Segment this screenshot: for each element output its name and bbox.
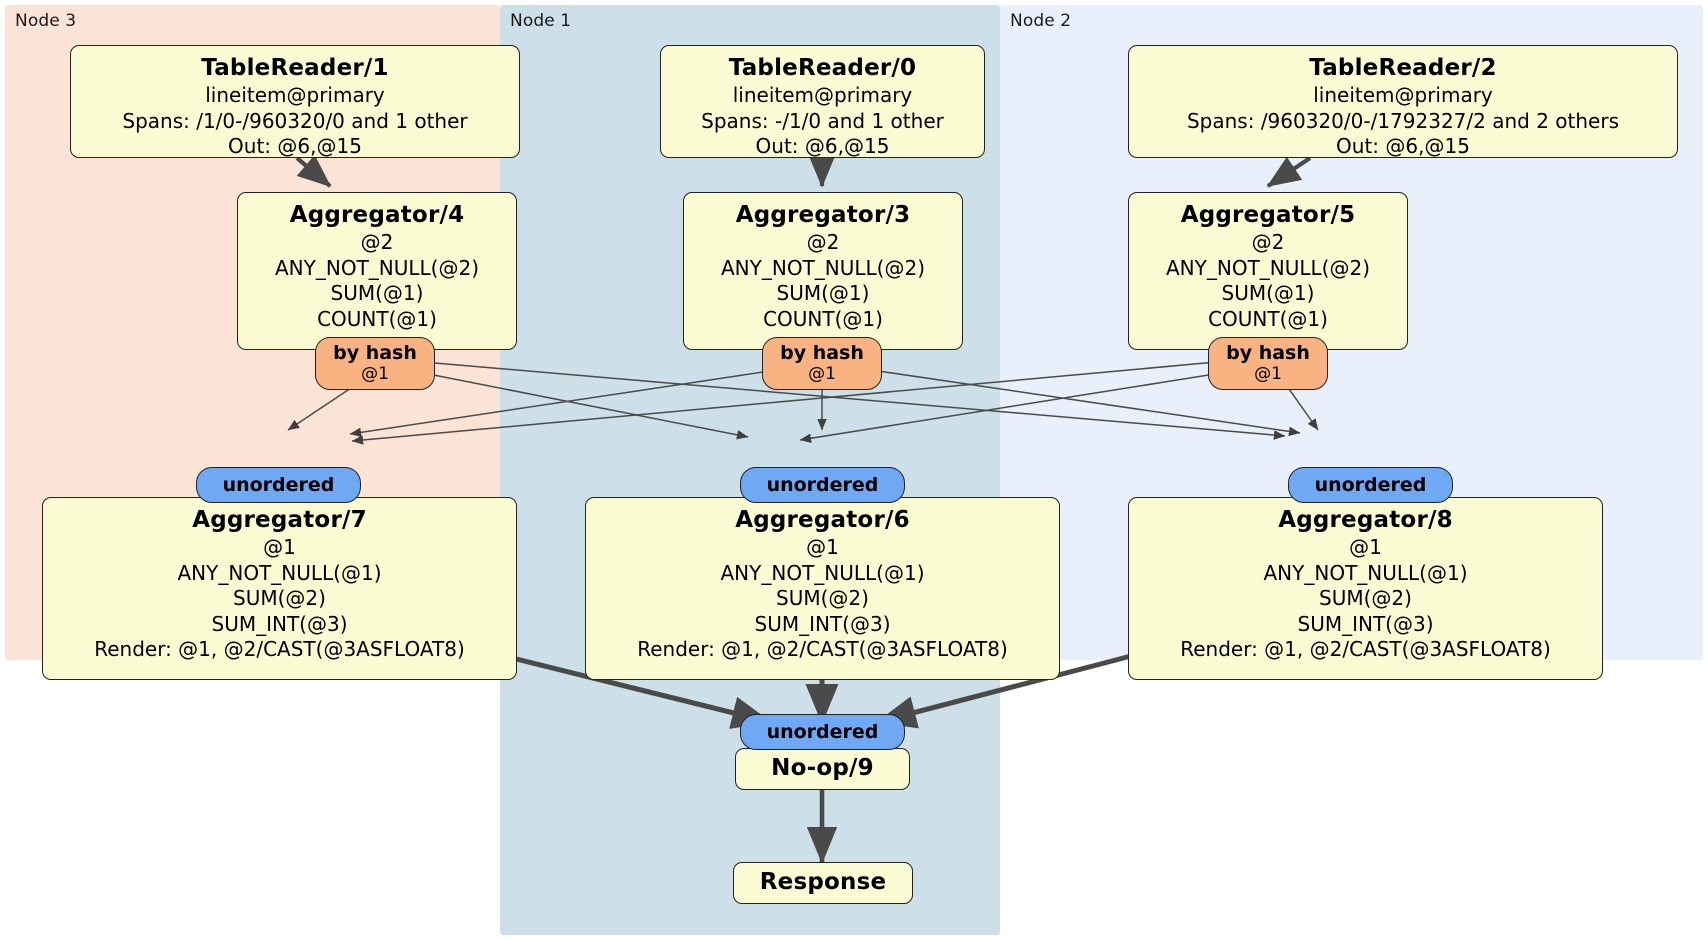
processor-title: Aggregator/6	[735, 507, 910, 533]
synchronizer-title: unordered	[1314, 473, 1427, 496]
processor-detail-line: COUNT(@1)	[763, 306, 883, 331]
processor-title: Aggregator/7	[192, 507, 367, 533]
processor-render-line: Render: @1, @2/CAST(@3ASFLOAT8)	[94, 637, 465, 661]
processor-detail-line: ANY_NOT_NULL(@2)	[275, 255, 479, 280]
processor-render-line: Render: @1, @2/CAST(@3ASFLOAT8)	[1180, 637, 1551, 661]
router-title: by hash	[1226, 342, 1310, 364]
processor-detail-line: Spans: -/1/0 and 1 other	[701, 108, 944, 133]
processor-aggregator-8[interactable]: Aggregator/8 @1 ANY_NOT_NULL(@1) SUM(@2)…	[1128, 497, 1603, 680]
processor-aggregator-7[interactable]: Aggregator/7 @1 ANY_NOT_NULL(@1) SUM(@2)…	[42, 497, 517, 680]
processor-detail-line: @2	[1251, 230, 1285, 254]
processor-aggregator-6[interactable]: Aggregator/6 @1 ANY_NOT_NULL(@1) SUM(@2)…	[585, 497, 1060, 680]
node-panel-label-node1: Node 1	[510, 11, 572, 31]
processor-detail-line: lineitem@primary	[732, 83, 913, 107]
router-title: by hash	[780, 342, 864, 364]
processor-detail-line: Out: @6,@15	[228, 134, 362, 158]
router-by-hash-center[interactable]: by hash @1	[762, 337, 882, 390]
processor-detail-line: @2	[806, 230, 840, 254]
processor-detail-line: Spans: /1/0-/960320/0 and 1 other	[122, 108, 468, 133]
processor-detail-line: Out: @6,@15	[755, 134, 890, 158]
processor-detail-line: SUM(@1)	[330, 281, 424, 305]
synchronizer-unordered-left[interactable]: unordered	[196, 467, 361, 503]
synchronizer-title: unordered	[766, 720, 879, 743]
processor-detail-line: SUM(@1)	[1221, 281, 1315, 305]
processor-detail-line: ANY_NOT_NULL(@1)	[720, 560, 925, 585]
processor-detail-line: SUM(@1)	[776, 281, 870, 305]
processor-title: TableReader/2	[1309, 55, 1497, 81]
processor-table-reader-2[interactable]: TableReader/2 lineitem@primary Spans: /9…	[1128, 45, 1678, 158]
node-panel-label-node2: Node 2	[1010, 11, 1072, 31]
router-title: by hash	[333, 342, 417, 364]
processor-title: No-op/9	[771, 755, 874, 781]
processor-detail-line: SUM_INT(@3)	[754, 611, 891, 636]
processor-response[interactable]: Response	[733, 862, 913, 904]
processor-title: Aggregator/8	[1278, 507, 1453, 533]
processor-table-reader-1[interactable]: TableReader/1 lineitem@primary Spans: /1…	[70, 45, 520, 158]
processor-no-op-9[interactable]: No-op/9	[735, 748, 910, 790]
router-by-hash-right[interactable]: by hash @1	[1208, 337, 1328, 390]
processor-detail-line: lineitem@primary	[1313, 83, 1493, 107]
processor-title: TableReader/1	[201, 55, 389, 81]
processor-detail-line: SUM(@2)	[233, 586, 326, 610]
processor-detail-line: @1	[806, 535, 839, 559]
processor-detail-line: @1	[1349, 535, 1382, 559]
processor-table-reader-0[interactable]: TableReader/0 lineitem@primary Spans: -/…	[660, 45, 985, 158]
processor-detail-line: SUM_INT(@3)	[211, 611, 348, 636]
processor-detail-line: COUNT(@1)	[1208, 306, 1328, 331]
processor-detail-line: SUM(@2)	[776, 586, 869, 610]
processor-aggregator-4[interactable]: Aggregator/4 @2 ANY_NOT_NULL(@2) SUM(@1)…	[237, 192, 517, 350]
processor-title: Response	[759, 869, 887, 895]
processor-detail-line: lineitem@primary	[205, 83, 385, 107]
processor-detail-line: ANY_NOT_NULL(@1)	[1263, 560, 1468, 585]
router-subtitle: @1	[361, 364, 389, 384]
synchronizer-title: unordered	[766, 473, 879, 496]
processor-aggregator-5[interactable]: Aggregator/5 @2 ANY_NOT_NULL(@2) SUM(@1)…	[1128, 192, 1408, 350]
synchronizer-unordered-right[interactable]: unordered	[1288, 467, 1453, 503]
router-subtitle: @1	[1254, 364, 1282, 384]
node-panel-label-node3: Node 3	[15, 11, 77, 31]
processor-detail-line: Out: @6,@15	[1336, 134, 1470, 158]
router-subtitle: @1	[808, 364, 836, 384]
processor-render-line: Render: @1, @2/CAST(@3ASFLOAT8)	[637, 637, 1008, 661]
processor-detail-line: SUM_INT(@3)	[1297, 611, 1434, 636]
processor-detail-line: @1	[263, 535, 296, 559]
synchronizer-title: unordered	[222, 473, 335, 496]
processor-detail-line: COUNT(@1)	[317, 306, 437, 331]
processor-detail-line: SUM(@2)	[1319, 586, 1412, 610]
synchronizer-unordered-final[interactable]: unordered	[740, 714, 905, 750]
router-by-hash-left[interactable]: by hash @1	[315, 337, 435, 390]
synchronizer-unordered-center[interactable]: unordered	[740, 467, 905, 503]
processor-title: Aggregator/5	[1180, 202, 1356, 228]
processor-detail-line: ANY_NOT_NULL(@1)	[177, 560, 382, 585]
processor-detail-line: @2	[360, 230, 394, 254]
processor-detail-line: Spans: /960320/0-/1792327/2 and 2 others	[1186, 108, 1619, 133]
processor-title: Aggregator/4	[289, 202, 465, 228]
processor-detail-line: ANY_NOT_NULL(@2)	[1166, 255, 1370, 280]
processor-title: Aggregator/3	[735, 202, 911, 228]
processor-title: TableReader/0	[728, 55, 917, 81]
processor-detail-line: ANY_NOT_NULL(@2)	[721, 255, 925, 280]
processor-aggregator-3[interactable]: Aggregator/3 @2 ANY_NOT_NULL(@2) SUM(@1)…	[683, 192, 963, 350]
